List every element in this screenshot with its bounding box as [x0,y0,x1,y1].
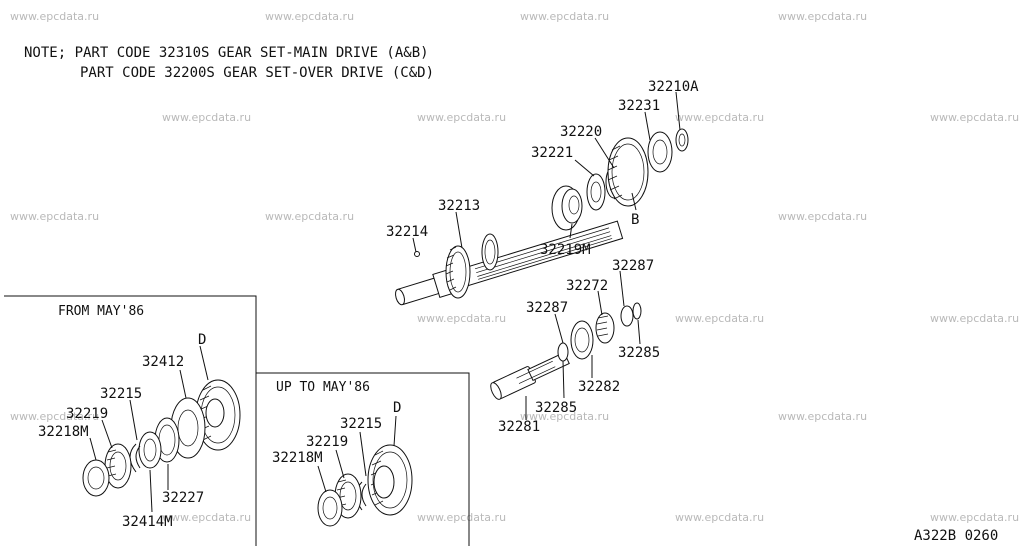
watermark: www.epcdata.ru [778,410,867,423]
watermark: www.epcdata.ru [417,312,506,325]
gear-32282 [570,320,594,360]
watermark: www.epcdata.ru [265,10,354,23]
label-32414M: 32414M [122,514,173,530]
watermark: www.epcdata.ru [930,312,1019,325]
label-32281: 32281 [498,419,540,435]
main-drive-gear-32231 [607,131,673,207]
label-32221: 32221 [531,145,573,161]
label-B: B [631,212,639,228]
label-D-from: D [198,332,206,348]
note-line-1: NOTE; PART CODE 32310S GEAR SET-MAIN DRI… [24,45,429,61]
shaft-gear-2 [481,233,499,271]
snap-ring-32215 [129,443,141,473]
bearing-32272 [595,312,615,344]
watermark: www.epcdata.ru [520,10,609,23]
label-32215-from: 32215 [100,386,142,402]
label-32213: 32213 [438,198,480,214]
bearing-32219M [551,185,583,231]
watermark: www.epcdata.ru [778,210,867,223]
diagram-code: A322B 0260 [914,528,998,544]
label-32210A: 32210A [648,79,699,95]
label-32227: 32227 [162,490,204,506]
note-line-2: PART CODE 32200S GEAR SET-OVER DRIVE (C&… [80,65,434,81]
washer-32287-upper [620,305,634,327]
watermark: www.epcdata.ru [162,111,251,124]
watermark-layer: www.epcdata.ru www.epcdata.ru www.epcdat… [10,10,1019,524]
watermark: www.epcdata.ru [520,410,609,423]
overdrive-shaft-32281 [490,351,570,400]
watermark: www.epcdata.ru [162,511,251,524]
watermark: www.epcdata.ru [417,511,506,524]
watermark: www.epcdata.ru [930,111,1019,124]
main-drive-shaft-assembly [395,128,689,306]
collar-32218M [82,459,110,497]
gear-D-upto [367,444,413,516]
label-32285-right: 32285 [618,345,660,361]
label-32287-top: 32287 [612,258,654,274]
label-32285: 32285 [535,400,577,416]
ball-32214 [414,251,420,257]
watermark: www.epcdata.ru [675,111,764,124]
collar-32218M-upto [317,489,343,527]
label-32282: 32282 [578,379,620,395]
watermark: www.epcdata.ru [10,210,99,223]
needle-bearing-32219 [104,443,132,489]
nut-32210A [675,128,689,152]
label-32218M-upto: 32218M [272,450,323,466]
overdrive-shaft-assembly [490,302,642,400]
label-32215-upto: 32215 [340,416,382,432]
label-32219-upto: 32219 [306,434,348,450]
ring-32285-upper [632,302,642,320]
label-32219-from: 32219 [66,406,108,422]
shaft-gear-1 [445,245,471,299]
label-32272: 32272 [566,278,608,294]
ring-32414M [138,431,162,469]
watermark: www.epcdata.ru [10,410,99,423]
watermark: www.epcdata.ru [778,10,867,23]
inset-up-to-may86: UP TO MAY'86 D 32215 32219 32218M [256,372,470,546]
leader-lines [412,91,681,420]
label-32412: 32412 [142,354,184,370]
inset-upto-title: UP TO MAY'86 [276,380,370,395]
label-32219M: 32219M [540,242,591,258]
ring-32285-lower [557,342,569,362]
watermark: www.epcdata.ru [417,111,506,124]
part-labels: 32210A 32231 32220 32221 32213 32214 B 3… [386,79,699,435]
label-32214: 32214 [386,224,428,240]
label-D-upto: D [393,400,401,416]
label-32220: 32220 [560,124,602,140]
watermark: www.epcdata.ru [10,10,99,23]
label-32231: 32231 [618,98,660,114]
watermark: www.epcdata.ru [265,210,354,223]
label-32287: 32287 [526,300,568,316]
label-32218M-from: 32218M [38,424,89,440]
inset-from-may86: FROM MAY'86 [4,295,257,546]
gear-32221 [586,173,606,211]
watermark: www.epcdata.ru [675,511,764,524]
watermark: www.epcdata.ru [930,511,1019,524]
inset-from-title: FROM MAY'86 [58,304,144,319]
watermark: www.epcdata.ru [675,312,764,325]
